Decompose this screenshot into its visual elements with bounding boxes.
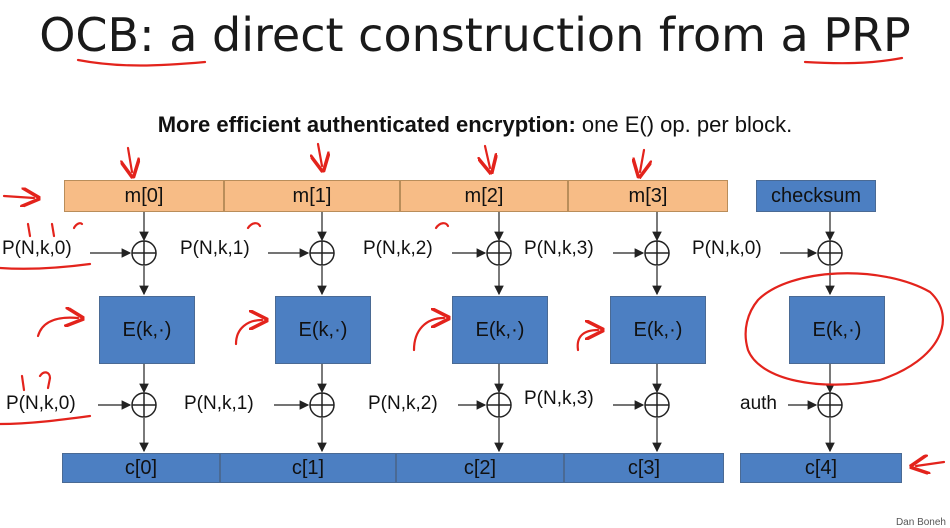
bottom-mask-0: P(N,k,0) [6, 393, 76, 414]
slide-footer: Dan Boneh [895, 517, 946, 528]
slide-title: OCB: a direct construction from a PRP [39, 8, 911, 62]
xor-bottom-4 [817, 392, 843, 418]
prp-block-4: E(k,·) [789, 296, 885, 364]
xor-bottom-0 [131, 392, 157, 418]
xor-top-1 [309, 240, 335, 266]
annotation-arrow-m2 [485, 144, 490, 168]
annotation-tick-p1 [246, 222, 262, 230]
title-underline-prp [803, 56, 904, 65]
subtitle-rest: one E() op. per block. [575, 112, 793, 137]
prp-block-2: E(k,·) [452, 296, 548, 364]
top-mask-4: P(N,k,0) [692, 238, 762, 259]
checksum-block: checksum [756, 180, 876, 212]
xor-top-2 [486, 240, 512, 266]
annotation-arrow-e1 [234, 320, 262, 346]
xor-bottom-1 [309, 392, 335, 418]
annotation-arrow-e0 [36, 318, 78, 338]
prp-block-3: E(k,·) [610, 296, 706, 364]
title-underline-ocb [76, 58, 207, 67]
message-block-2: m[2] [400, 180, 568, 212]
cipher-block-3: c[3] [564, 453, 724, 483]
message-block-3: m[3] [568, 180, 728, 212]
annotation-arrow-m0 [128, 146, 132, 172]
bottom-mask-auth: auth [740, 393, 777, 414]
cipher-block-1: c[1] [220, 453, 396, 483]
annotation-arrow-left-top [2, 196, 34, 198]
annotation-circle-e4 [744, 272, 944, 386]
cipher-block-2: c[2] [396, 453, 564, 483]
xor-bottom-2 [486, 392, 512, 418]
annotation-underline-top [0, 262, 92, 270]
annotation-tick-0 [72, 222, 84, 230]
bottom-mask-1: P(N,k,1) [184, 393, 254, 414]
annotation-tick-k [50, 222, 56, 238]
annotation-tick-bottom-n [20, 374, 26, 392]
bottom-mask-2: P(N,k,2) [368, 393, 438, 414]
annotation-arrow-c4 [916, 462, 946, 466]
slide-subtitle: More efficient authenticated encryption:… [0, 112, 950, 138]
annotation-arrow-m1 [318, 142, 322, 166]
annotation-arrow-e2 [412, 318, 444, 352]
red-annotations [0, 56, 946, 466]
cipher-block-0: c[0] [62, 453, 220, 483]
xor-top-3 [644, 240, 670, 266]
cipher-block-4: c[4] [740, 453, 902, 483]
annotation-arrow-e3 [576, 330, 598, 352]
message-block-0: m[0] [64, 180, 224, 212]
annotation-arrow-m3 [640, 148, 644, 172]
top-mask-1: P(N,k,1) [180, 238, 250, 259]
top-mask-2: P(N,k,2) [363, 238, 433, 259]
xor-bottom-3 [644, 392, 670, 418]
message-block-1: m[1] [224, 180, 400, 212]
xor-top-0 [131, 240, 157, 266]
annotation-tick-p2 [434, 222, 450, 230]
prp-block-0: E(k,·) [99, 296, 195, 364]
top-mask-3: P(N,k,3) [524, 238, 594, 259]
bottom-mask-3: P(N,k,3) [524, 388, 594, 409]
subtitle-bold: More efficient authenticated encryption: [157, 112, 576, 137]
annotation-tick-n [26, 222, 32, 238]
annotation-underline-bottom [0, 414, 92, 426]
xor-top-4 [817, 240, 843, 266]
top-mask-0: P(N,k,0) [2, 238, 72, 259]
annotation-tick-bottom-k [38, 371, 52, 390]
prp-block-1: E(k,·) [275, 296, 371, 364]
